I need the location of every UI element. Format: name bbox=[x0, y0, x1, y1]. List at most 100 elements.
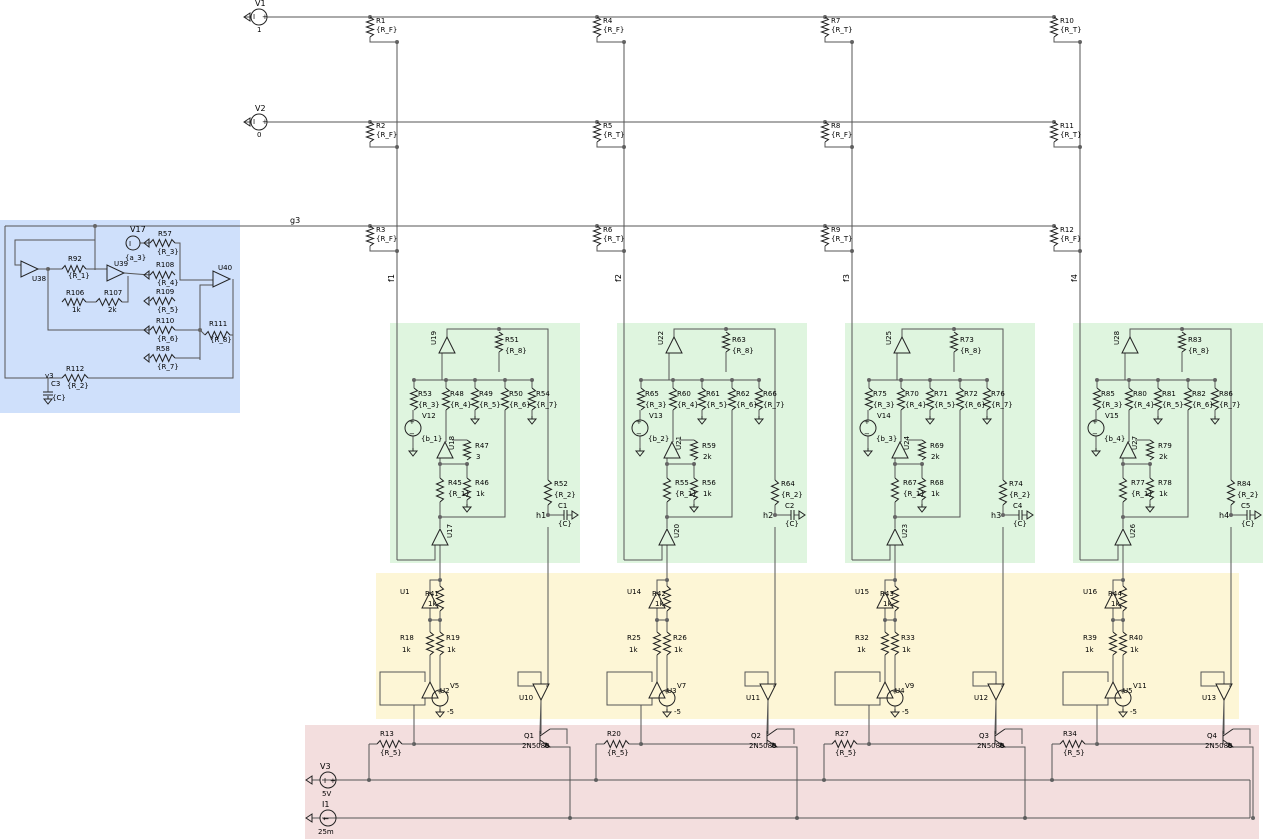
resistor-value: {R_7} bbox=[157, 363, 179, 371]
resistor-R50 bbox=[500, 387, 510, 411]
transistor-value: 2N5088 bbox=[749, 742, 777, 750]
resistor-value: {R_1} bbox=[68, 272, 90, 280]
resistor-name: R67 bbox=[903, 479, 917, 487]
opamp-U38 bbox=[20, 260, 40, 278]
source-V5 bbox=[431, 689, 449, 707]
resistor-R47 bbox=[462, 439, 472, 461]
resistor-value: 1k bbox=[931, 490, 940, 498]
resistor-R85 bbox=[1092, 387, 1102, 411]
resistor-name: R10 bbox=[1060, 17, 1074, 25]
source-minus: − bbox=[1092, 430, 1098, 438]
source-value: -5 bbox=[447, 708, 454, 716]
net-label-v3: v3 bbox=[45, 372, 54, 380]
resistor-R68 bbox=[917, 477, 927, 501]
resistor-R44 bbox=[1118, 585, 1128, 612]
junction-dot bbox=[1121, 515, 1125, 519]
resistor-R8 bbox=[820, 121, 830, 143]
opamp-label: U11 bbox=[746, 694, 760, 702]
resistor-name: R6 bbox=[603, 226, 613, 234]
resistor-value: 1k bbox=[72, 306, 81, 314]
wire bbox=[624, 545, 663, 561]
opamp-U5 bbox=[1104, 680, 1122, 699]
resistor-name: R64 bbox=[781, 480, 795, 488]
v2-value: 0 bbox=[257, 131, 261, 139]
resistor-name: R49 bbox=[479, 390, 493, 398]
resistor-value: {R_F} bbox=[376, 235, 397, 243]
opamp-label: U2 bbox=[440, 687, 450, 695]
resistor-value: {R_F} bbox=[376, 131, 397, 139]
opamp-U13 bbox=[1215, 683, 1233, 702]
opamp-U16 bbox=[1104, 590, 1122, 609]
wire bbox=[596, 142, 624, 148]
resistor-R77 bbox=[1118, 477, 1128, 503]
resistor-R112 bbox=[61, 373, 89, 383]
resistor-name: R69 bbox=[930, 442, 944, 450]
ground-icon bbox=[981, 418, 993, 425]
cap-name: C2 bbox=[785, 502, 794, 510]
net-label-h: h4 bbox=[1219, 511, 1229, 520]
resistor-R25 bbox=[652, 631, 662, 656]
resistor-name: R77 bbox=[1131, 479, 1145, 487]
wire bbox=[901, 328, 954, 337]
ground-icon bbox=[407, 450, 419, 457]
resistor-name: R61 bbox=[706, 390, 720, 398]
i1-value: 25m bbox=[318, 828, 334, 836]
resistor-name: R112 bbox=[66, 365, 84, 373]
opamp-U17 bbox=[431, 527, 449, 546]
wire bbox=[379, 671, 426, 706]
wire bbox=[834, 671, 881, 706]
wire bbox=[1182, 328, 1232, 340]
opamp-U15 bbox=[876, 590, 894, 609]
opamp-label: U40 bbox=[218, 264, 232, 272]
wire bbox=[656, 608, 668, 621]
resistor-R107 bbox=[95, 297, 123, 307]
source-minus: − bbox=[409, 430, 415, 438]
resistor-R51 bbox=[494, 331, 504, 353]
resistor-name: R13 bbox=[380, 730, 394, 738]
resistor-name: R25 bbox=[627, 634, 641, 642]
source-v2 bbox=[250, 113, 268, 131]
junction-dot bbox=[438, 515, 442, 519]
opamp-U26 bbox=[1114, 527, 1132, 546]
resistor-name: R76 bbox=[991, 390, 1005, 398]
source-value: {b_2} bbox=[648, 435, 669, 443]
resistor-R73 bbox=[949, 331, 959, 353]
ground-icon bbox=[305, 813, 313, 823]
resistor-name: R19 bbox=[446, 634, 460, 642]
opamp-U21 bbox=[663, 440, 681, 459]
components bbox=[20, 8, 1262, 827]
resistor-R92 bbox=[61, 264, 87, 274]
source-V9 bbox=[886, 689, 904, 707]
resistor-name: R47 bbox=[475, 442, 489, 450]
resistor-value: {R_5} bbox=[380, 749, 402, 757]
opamp-label: U28 bbox=[1113, 331, 1121, 345]
source-minus: − bbox=[636, 430, 642, 438]
transistor-Q3-collector bbox=[994, 728, 1006, 737]
wire bbox=[1053, 142, 1080, 148]
resistor-R66 bbox=[754, 387, 764, 411]
junction-dot bbox=[665, 515, 669, 519]
ground-icon bbox=[143, 352, 150, 364]
resistor-R4 bbox=[592, 16, 602, 38]
cap-value: {C} bbox=[52, 394, 66, 402]
resistor-R39 bbox=[1108, 631, 1118, 656]
wire bbox=[954, 328, 1004, 340]
transistor-name: Q4 bbox=[1207, 732, 1218, 740]
resistor-name: R84 bbox=[1237, 480, 1251, 488]
resistor-name: R60 bbox=[677, 390, 691, 398]
opamp-label: U16 bbox=[1083, 588, 1098, 596]
resistor-name: R43 bbox=[880, 590, 894, 598]
resistor-name: R86 bbox=[1219, 390, 1233, 398]
opamp-U3 bbox=[648, 680, 666, 699]
resistor-name: R53 bbox=[418, 390, 432, 398]
resistor-R63 bbox=[721, 331, 731, 353]
source-plus: + bbox=[1120, 688, 1126, 696]
junction-dot bbox=[438, 462, 442, 466]
ground-icon bbox=[243, 12, 251, 22]
resistor-name: R34 bbox=[1063, 730, 1077, 738]
source-plus: + bbox=[892, 688, 898, 696]
opamp-label: U24 bbox=[903, 435, 911, 450]
transistor-Q2-arrow-icon bbox=[771, 742, 779, 748]
wire bbox=[550, 746, 571, 780]
opamp-label: U39 bbox=[114, 260, 128, 268]
